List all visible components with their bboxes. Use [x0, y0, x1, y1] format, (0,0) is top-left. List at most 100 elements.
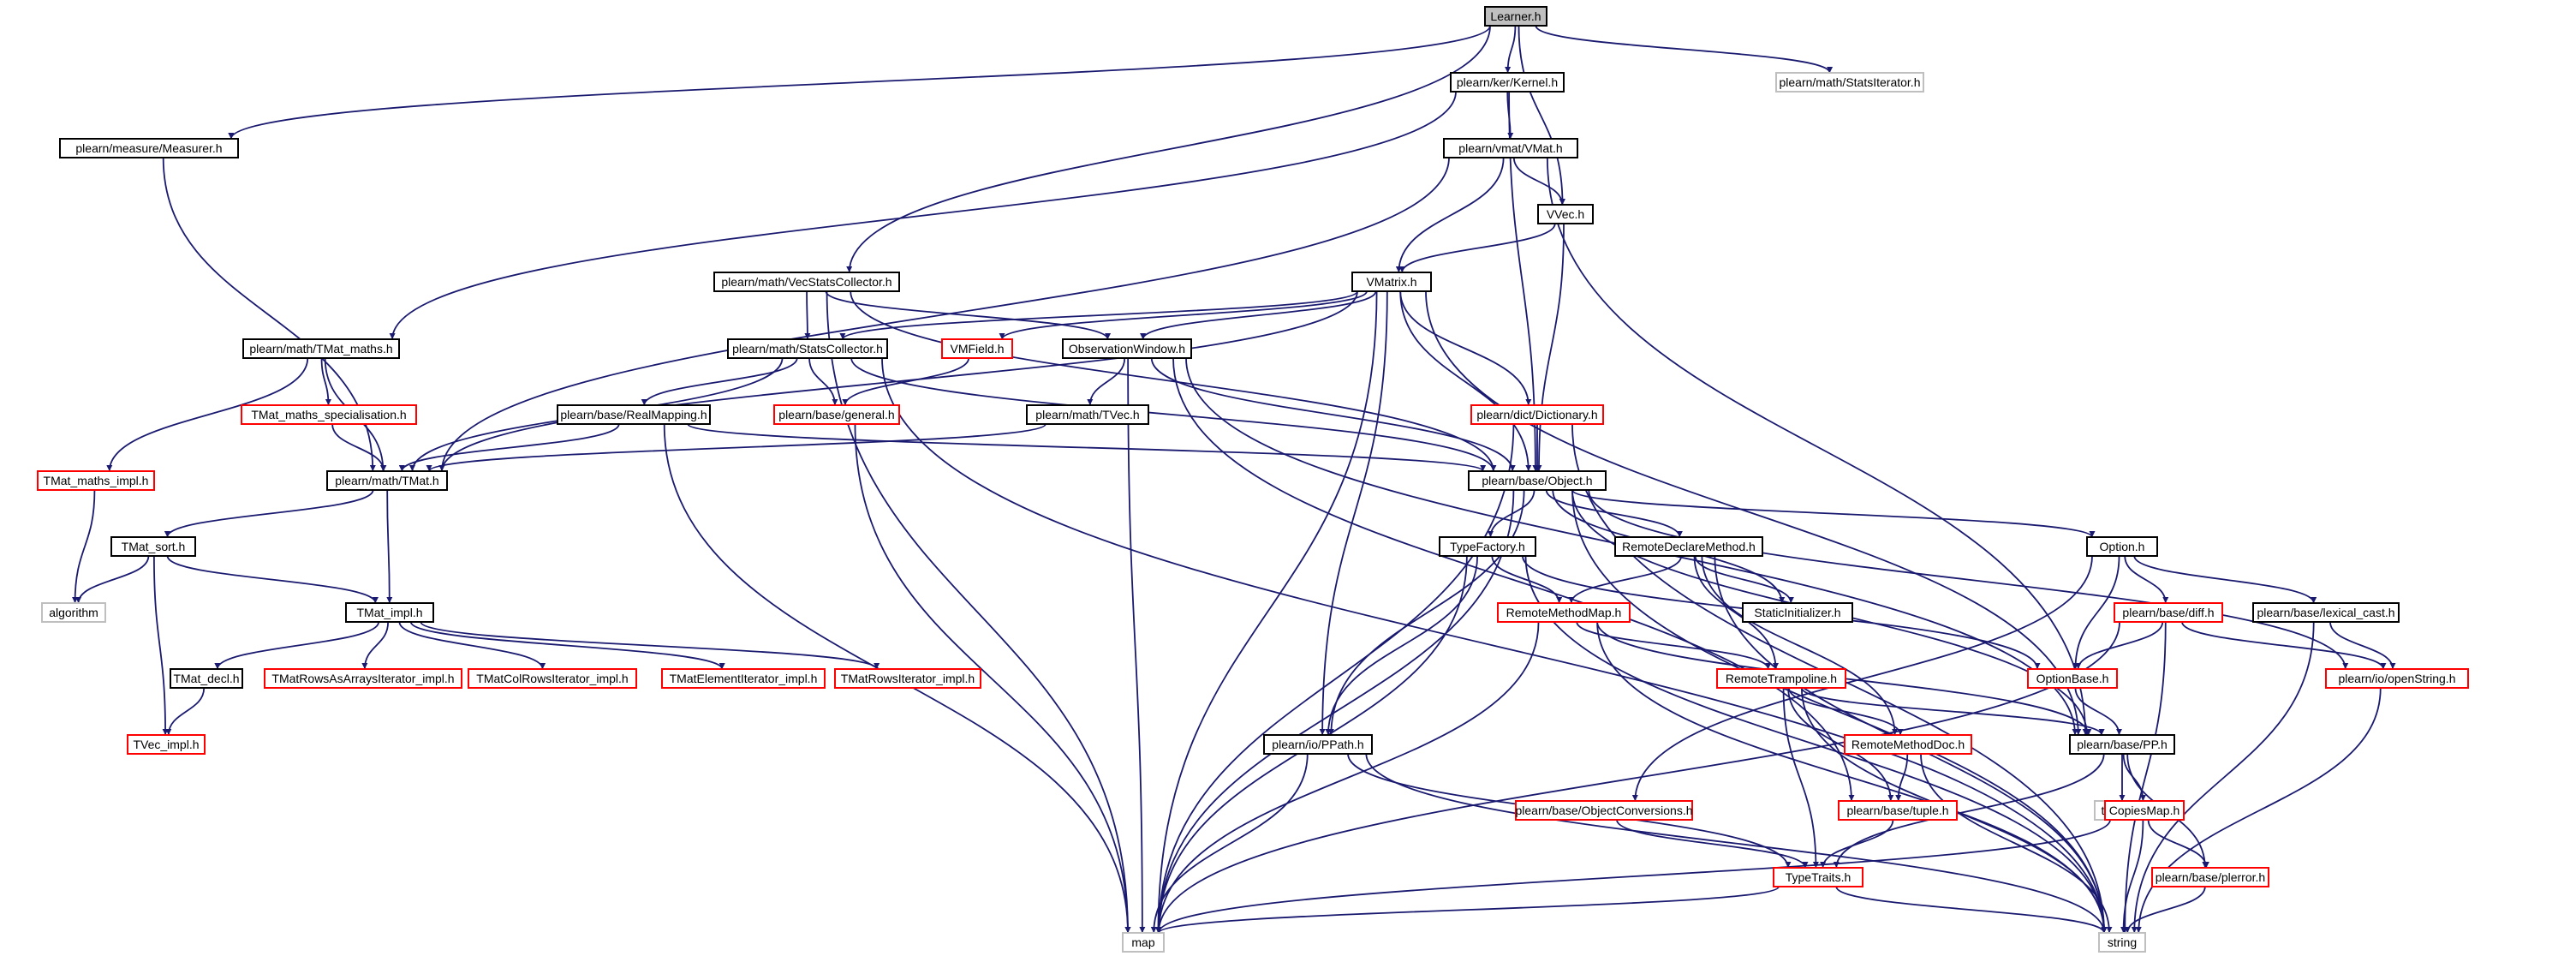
- node-box: [242, 338, 400, 359]
- node-ppath[interactable]: plearn/io/PPath.h: [1263, 734, 1373, 755]
- node-label: map: [1131, 935, 1154, 949]
- node-box: [2098, 932, 2146, 953]
- edge-line: [641, 357, 798, 406]
- node-tmatimpl[interactable]: TMat_impl.h: [345, 602, 434, 623]
- edge-line: [999, 290, 1368, 340]
- edge-remotetramp-to-remotedoc: [1787, 687, 1904, 736]
- node-vecstats[interactable]: plearn/math/VecStatsCollector.h: [713, 272, 900, 292]
- node-typefactory[interactable]: TypeFactory.h: [1439, 536, 1536, 557]
- edge-line: [2133, 555, 2317, 604]
- node-string: string: [2098, 932, 2146, 953]
- node-statscol[interactable]: plearn/math/StatsCollector.h: [727, 338, 888, 359]
- edge-line: [2124, 555, 2169, 604]
- edge-tmatimpl-to-tmatcolrows: [398, 621, 546, 670]
- node-typetraits[interactable]: TypeTraits.h: [1773, 867, 1863, 887]
- node-plerror[interactable]: plearn/base/plerror.h: [2151, 867, 2269, 887]
- node-obswin[interactable]: ObservationWindow.h: [1062, 338, 1192, 359]
- node-tmatspec[interactable]: TMat_maths_specialisation.h: [241, 404, 417, 425]
- node-remotedoc[interactable]: RemoteMethodDoc.h: [1844, 734, 1972, 755]
- node-box: [1773, 867, 1863, 887]
- node-pp[interactable]: plearn/base/PP.h: [2069, 734, 2175, 755]
- node-tmatdecl[interactable]: TMat_decl.h: [170, 668, 243, 689]
- node-realmap[interactable]: plearn/base/RealMapping.h: [557, 404, 711, 425]
- node-copiesmap[interactable]: CopiesMap.h: [2104, 800, 2185, 821]
- node-learner[interactable]: Learner.h: [1484, 6, 1547, 27]
- edge-learner-to-statsiter: [1535, 25, 1834, 74]
- node-tuple[interactable]: plearn/base/tuple.h: [1838, 800, 1958, 821]
- edge-vmatrix-to-tmat: [438, 290, 1358, 472]
- node-object[interactable]: plearn/base/Object.h: [1468, 470, 1607, 491]
- edge-vmfield-to-general: [842, 357, 970, 406]
- node-box: [1515, 800, 1693, 821]
- node-measurer[interactable]: plearn/measure/Measurer.h: [59, 138, 239, 158]
- edge-line: [2072, 555, 2120, 670]
- edge-tmatimpl-to-tmatrowsarr: [361, 621, 390, 670]
- node-vmat[interactable]: plearn/vmat/VMat.h: [1443, 138, 1578, 158]
- edge-tmatsort-to-tmatimpl: [166, 555, 379, 604]
- node-remotedecl[interactable]: RemoteDeclareMethod.h: [1614, 536, 1763, 557]
- node-tvec[interactable]: plearn/math/TVec.h: [1026, 404, 1149, 425]
- node-label: plearn/measure/Measurer.h: [75, 141, 222, 155]
- edge-vmat-to-tmat: [438, 157, 1450, 472]
- edge-line: [1398, 223, 1556, 273]
- edge-line: [1782, 687, 1819, 869]
- node-objconv[interactable]: plearn/base/ObjectConversions.h: [1515, 800, 1693, 821]
- node-diff[interactable]: plearn/base/diff.h: [2114, 602, 2223, 623]
- node-label: ObservationWindow.h: [1069, 342, 1185, 356]
- node-dictionary[interactable]: plearn/dict/Dictionary.h: [1470, 404, 1604, 425]
- node-tmatelem[interactable]: TMatElementIterator_impl.h: [661, 668, 826, 689]
- edge-vvec-to-vmatrix: [1398, 223, 1556, 273]
- edge-tmatsort-to-algorithm: [75, 555, 150, 604]
- edge-typetraits-to-string: [1835, 886, 2108, 934]
- node-option[interactable]: Option.h: [2086, 536, 2158, 557]
- node-label: TMat_maths_impl.h: [44, 474, 149, 487]
- edge-line: [1365, 753, 2108, 934]
- edge-obswin-to-tvec: [1087, 357, 1126, 406]
- node-box: [37, 470, 155, 491]
- node-box: [1470, 404, 1604, 425]
- node-tmatcolrows[interactable]: TMatColRowsIterator_impl.h: [468, 668, 637, 689]
- node-tmatmathsimpl[interactable]: TMat_maths_impl.h: [37, 470, 155, 491]
- node-tmatmaths[interactable]: plearn/math/TMat_maths.h: [242, 338, 400, 359]
- node-kernel[interactable]: plearn/ker/Kernel.h: [1450, 72, 1565, 93]
- node-label: plearn/math/TVec.h: [1035, 408, 1139, 421]
- node-remotemap[interactable]: RemoteMethodMap.h: [1497, 602, 1631, 623]
- edge-line: [825, 290, 1111, 340]
- edge-line: [1150, 753, 1309, 934]
- node-label: TypeTraits.h: [1786, 870, 1852, 884]
- node-box: [264, 668, 462, 689]
- node-tmatrowsarr[interactable]: TMatRowsAsArraysIterator_impl.h: [264, 668, 462, 689]
- node-label: plearn/ker/Kernel.h: [1457, 75, 1558, 89]
- edge-line: [1588, 489, 2349, 670]
- node-box: [345, 602, 434, 623]
- node-vmatrix[interactable]: VMatrix.h: [1351, 272, 1432, 292]
- node-box: [1742, 602, 1853, 623]
- node-remotetramp[interactable]: RemoteTrampoline.h: [1716, 668, 1846, 689]
- node-label: string: [2108, 935, 2137, 949]
- node-staticinit[interactable]: StaticInitializer.h: [1742, 602, 1853, 623]
- edge-object-to-openstring: [1588, 489, 2349, 670]
- node-general[interactable]: plearn/base/general.h: [773, 404, 900, 425]
- node-label: plearn/base/tuple.h: [1846, 804, 1948, 817]
- node-openstring[interactable]: plearn/io/openString.h: [2325, 668, 2469, 689]
- edge-tmatsort-to-tvecimpl: [153, 555, 169, 736]
- node-tmatsort[interactable]: TMat_sort.h: [110, 536, 196, 557]
- node-lexical[interactable]: plearn/base/lexical_cast.h: [2252, 602, 2400, 623]
- edge-vecstats-to-statscol: [804, 290, 811, 340]
- node-label: plearn/base/Object.h: [1482, 474, 1592, 487]
- node-tmat[interactable]: plearn/math/TMat.h: [326, 470, 448, 491]
- node-vmfield[interactable]: VMField.h: [941, 338, 1013, 359]
- node-algorithm: algorithm: [41, 602, 106, 623]
- node-vvec[interactable]: VVec.h: [1537, 204, 1594, 224]
- node-label: TMatColRowsIterator_impl.h: [476, 672, 628, 685]
- node-tmatrowsiter[interactable]: TMatRowsIterator_impl.h: [834, 668, 981, 689]
- node-label: TMat_impl.h: [356, 606, 422, 619]
- node-label: TMat_decl.h: [173, 672, 239, 685]
- node-box: [2325, 668, 2469, 689]
- node-label: plearn/vmat/VMat.h: [1458, 141, 1562, 155]
- edge-vvec-to-object: [1535, 223, 1565, 472]
- edge-line: [1155, 423, 1515, 934]
- node-tvecimpl[interactable]: TVec_impl.h: [127, 734, 206, 755]
- node-optionbase[interactable]: OptionBase.h: [2027, 668, 2118, 689]
- node-label: VVec.h: [1547, 207, 1584, 221]
